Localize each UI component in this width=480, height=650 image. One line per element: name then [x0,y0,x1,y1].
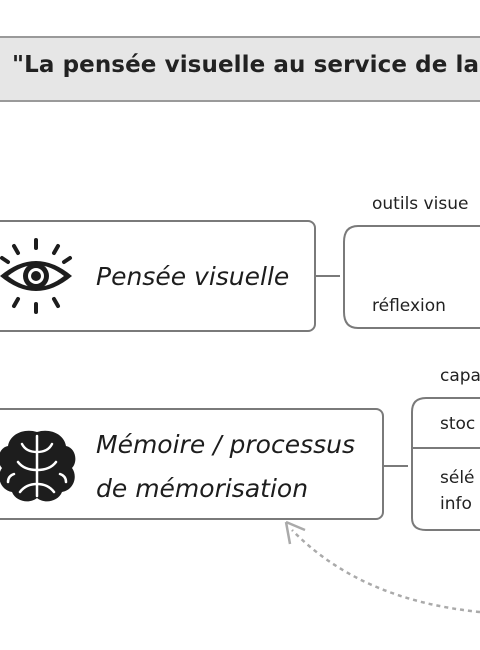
branch-capa: capa [440,366,480,386]
dotted-arrow [291,529,480,614]
branch-outils-visuels: outils visue [372,194,469,214]
brain-icon [0,430,76,502]
branch-info: info [440,494,472,514]
node-memoire-line2: de mémorisation [96,474,309,503]
branch-reflexion: réflexion [372,296,446,316]
branch-sele: sélé [440,468,475,488]
node-memoire-line1: Mémoire / processus [96,430,356,459]
bracket-pensee [343,225,480,329]
title-banner [0,36,480,102]
dotted-arrow-head [284,520,306,545]
page-title: "La pensée visuelle au service de la [12,52,480,78]
bracket-memoire [411,397,480,531]
eye-icon [0,238,72,314]
node-pensee-label: Pensée visuelle [96,262,290,291]
branch-stoc: stoc [440,414,476,434]
